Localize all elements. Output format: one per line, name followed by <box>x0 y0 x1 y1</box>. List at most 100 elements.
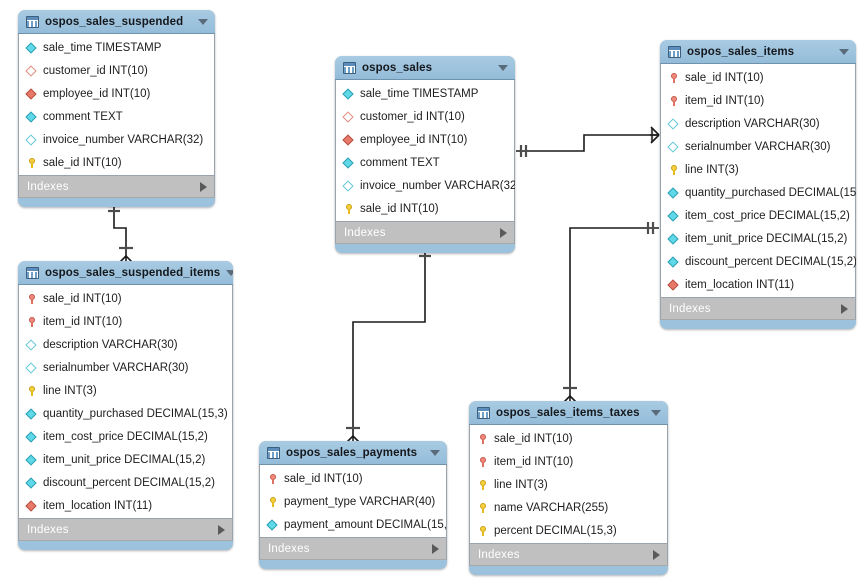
table-field-row[interactable]: customer_id INT(10) <box>19 59 214 82</box>
table-field-row[interactable]: serialnumber VARCHAR(30) <box>661 135 855 158</box>
table-field-row[interactable]: item_cost_price DECIMAL(15,2) <box>661 204 855 227</box>
chevron-down-icon[interactable] <box>430 449 440 456</box>
table-header[interactable]: ospos_sales <box>335 56 515 80</box>
field-list: sale_id INT(10)payment_type VARCHAR(40)p… <box>259 465 447 537</box>
table-field-row[interactable]: discount_percent DECIMAL(15,2) <box>661 250 856 273</box>
table-field-row[interactable]: comment TEXT <box>19 105 214 128</box>
field-label: item_cost_price DECIMAL(15,2) <box>43 430 208 443</box>
chevron-right-icon[interactable] <box>200 181 207 192</box>
table-field-row[interactable]: line INT(3) <box>19 379 232 402</box>
table-field-row[interactable]: item_id INT(10) <box>470 450 667 473</box>
chevron-right-icon[interactable] <box>500 227 507 238</box>
field-label: discount_percent DECIMAL(15,2) <box>43 476 215 489</box>
table-field-row[interactable]: customer_id INT(10) <box>336 105 514 128</box>
table-field-row[interactable]: sale_id INT(10) <box>19 151 214 174</box>
table-field-row[interactable]: line INT(3) <box>661 158 855 181</box>
table-field-row[interactable]: payment_amount DECIMAL(15,2) <box>260 513 447 536</box>
field-label: sale_time TIMESTAMP <box>43 41 162 54</box>
diamond-cyan-filled-icon <box>668 256 679 268</box>
indexes-bar[interactable]: Indexes <box>259 537 447 560</box>
diamond-cyan-filled-icon <box>26 477 37 489</box>
key-yellow-icon <box>267 496 278 508</box>
field-list: sale_id INT(10)item_id INT(10)descriptio… <box>660 64 856 297</box>
table-header[interactable]: ospos_sales_items <box>660 40 856 64</box>
table-field-row[interactable]: sale_time TIMESTAMP <box>19 36 214 59</box>
table-field-row[interactable]: line INT(3) <box>470 473 667 496</box>
table-header[interactable]: ospos_sales_suspended_items <box>18 261 233 285</box>
field-label: sale_id INT(10) <box>43 156 122 169</box>
key-red-icon <box>26 293 37 305</box>
table-field-row[interactable]: sale_id INT(10) <box>470 427 667 450</box>
table-icon <box>343 61 356 74</box>
chevron-down-icon[interactable] <box>839 48 849 55</box>
diamond-red-hollow-icon <box>343 111 354 123</box>
diamond-cyan-hollow-icon <box>343 180 354 192</box>
table-field-row[interactable]: item_cost_price DECIMAL(15,2) <box>19 425 232 448</box>
table-field-row[interactable]: quantity_purchased DECIMAL(15,3) <box>661 181 856 204</box>
table-field-row[interactable]: item_id INT(10) <box>19 310 232 333</box>
table-card[interactable]: ospos_sales_items_taxes sale_id INT(10)it… <box>469 401 668 575</box>
table-header[interactable]: ospos_sales_suspended <box>18 10 215 34</box>
table-name: ospos_sales_items_taxes <box>496 406 640 419</box>
field-list: sale_time TIMESTAMP customer_id INT(10)em… <box>18 34 215 175</box>
table-field-row[interactable]: sale_time TIMESTAMP <box>336 82 514 105</box>
diamond-cyan-hollow-icon <box>668 118 679 130</box>
indexes-bar[interactable]: Indexes <box>660 297 856 320</box>
table-field-row[interactable]: serialnumber VARCHAR(30) <box>19 356 232 379</box>
table-field-row[interactable]: item_location INT(11) <box>661 273 855 296</box>
table-name: ospos_sales_payments <box>286 446 418 459</box>
key-yellow-icon <box>26 157 37 169</box>
diamond-cyan-hollow-icon <box>26 362 37 374</box>
table-field-row[interactable]: item_unit_price DECIMAL(15,2) <box>661 227 855 250</box>
table-field-row[interactable]: sale_id INT(10) <box>260 467 446 490</box>
chevron-down-icon[interactable] <box>198 18 208 25</box>
chevron-right-icon[interactable] <box>653 549 660 560</box>
indexes-bar[interactable]: Indexes <box>469 543 668 566</box>
table-header[interactable]: ospos_sales_payments <box>259 441 447 465</box>
table-field-row[interactable]: invoice_number VARCHAR(32) <box>336 174 515 197</box>
table-field-row[interactable]: percent DECIMAL(15,3) <box>470 519 667 542</box>
chevron-down-icon[interactable] <box>651 409 661 416</box>
chevron-down-icon[interactable] <box>226 269 233 276</box>
indexes-bar[interactable]: Indexes <box>335 221 515 244</box>
diamond-red-filled-icon <box>668 279 679 291</box>
chevron-down-icon[interactable] <box>498 64 508 71</box>
table-field-row[interactable]: item_id INT(10) <box>661 89 855 112</box>
field-label: item_location INT(11) <box>685 278 795 291</box>
table-field-row[interactable]: employee_id INT(10) <box>19 82 214 105</box>
key-red-icon <box>668 95 679 107</box>
indexes-bar[interactable]: Indexes <box>18 175 215 198</box>
indexes-label: Indexes <box>27 180 69 193</box>
table-field-row[interactable]: description VARCHAR(30) <box>19 333 232 356</box>
table-field-row[interactable]: name VARCHAR(255) <box>470 496 667 519</box>
field-label: line INT(3) <box>43 384 97 397</box>
table-field-row[interactable]: payment_type VARCHAR(40) <box>260 490 446 513</box>
table-field-row[interactable]: employee_id INT(10) <box>336 128 514 151</box>
table-field-row[interactable]: sale_id INT(10) <box>19 287 232 310</box>
chevron-right-icon[interactable] <box>218 524 225 535</box>
indexes-label: Indexes <box>27 523 69 536</box>
table-field-row[interactable]: invoice_number VARCHAR(32) <box>19 128 214 151</box>
table-field-row[interactable]: item_unit_price DECIMAL(15,2) <box>19 448 232 471</box>
indexes-bar[interactable]: Indexes <box>18 518 233 541</box>
table-field-row[interactable]: sale_id INT(10) <box>661 66 855 89</box>
table-field-row[interactable]: quantity_purchased DECIMAL(15,3) <box>19 402 232 425</box>
table-field-row[interactable]: sale_id INT(10) <box>336 197 514 220</box>
field-label: percent DECIMAL(15,3) <box>494 524 617 537</box>
chevron-right-icon[interactable] <box>432 543 439 554</box>
table-icon <box>668 45 681 58</box>
table-header[interactable]: ospos_sales_items_taxes <box>469 401 668 425</box>
indexes-label: Indexes <box>268 542 310 555</box>
chevron-right-icon[interactable] <box>841 303 848 314</box>
table-field-row[interactable]: description VARCHAR(30) <box>661 112 855 135</box>
diamond-cyan-filled-icon <box>343 88 354 100</box>
table-field-row[interactable]: item_location INT(11) <box>19 494 232 517</box>
table-field-row[interactable]: comment TEXT <box>336 151 514 174</box>
field-label: invoice_number VARCHAR(32) <box>360 179 515 192</box>
table-field-row[interactable]: discount_percent DECIMAL(15,2) <box>19 471 232 494</box>
